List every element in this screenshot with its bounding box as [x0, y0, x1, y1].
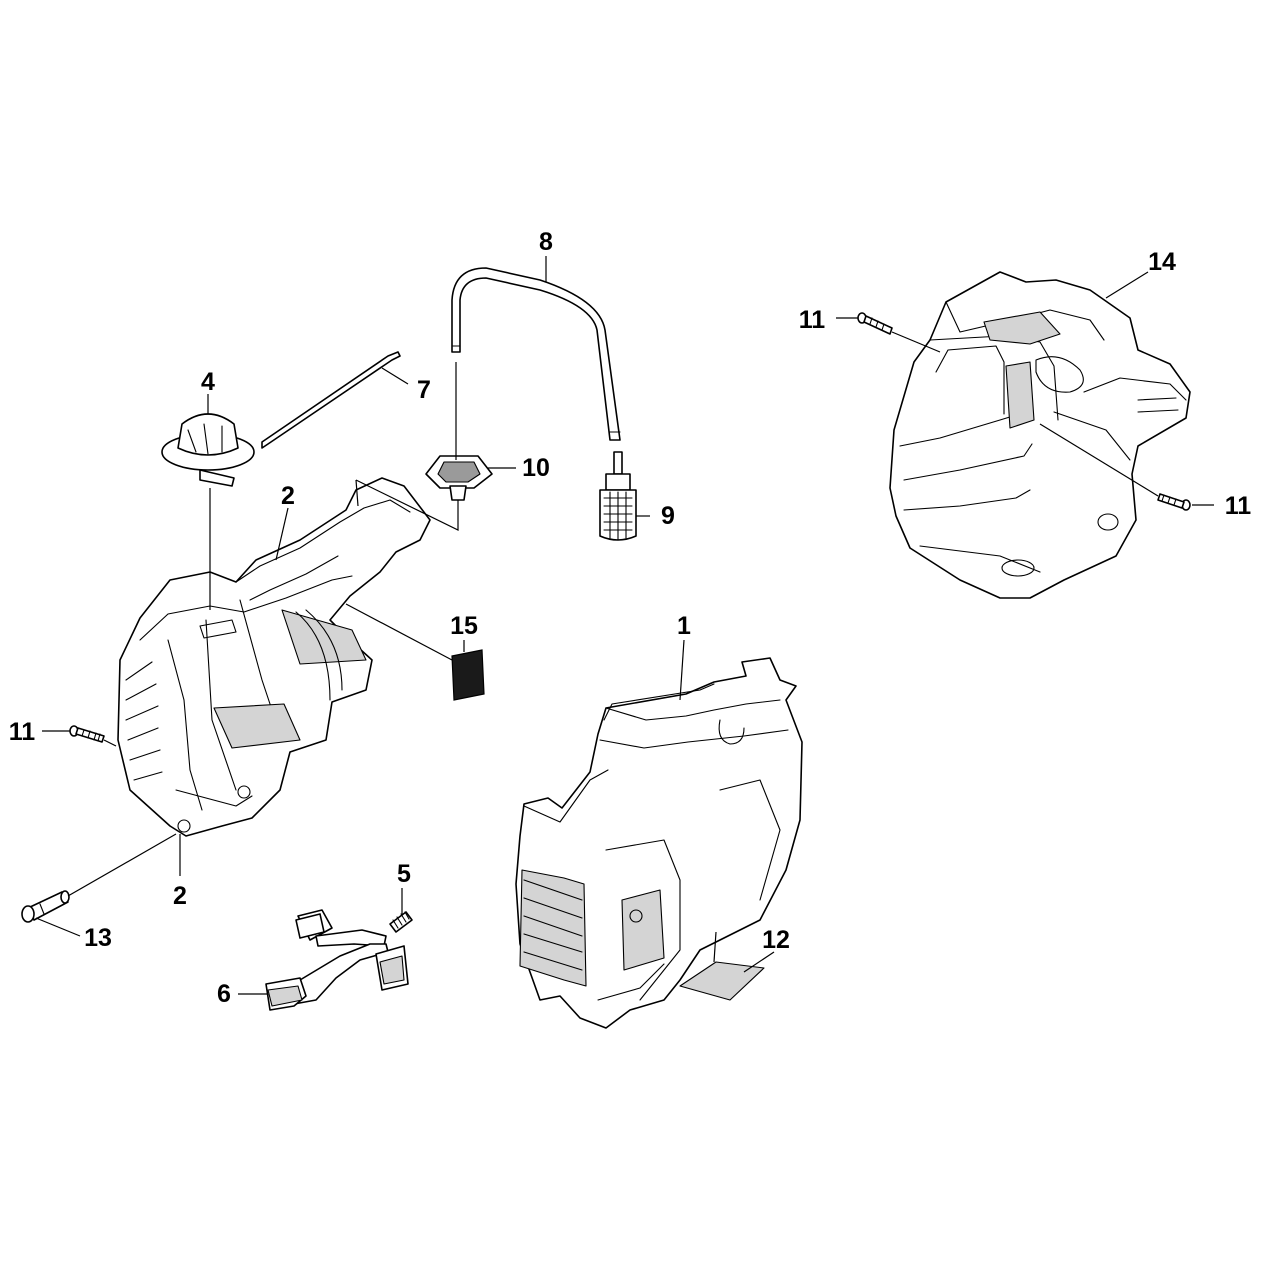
callout-2-bottom: 2	[173, 882, 187, 910]
leader-2-top	[275, 507, 289, 561]
callout-11-left: 11	[9, 718, 36, 746]
callout-7: 7	[417, 376, 431, 404]
leader-1	[679, 639, 685, 701]
callout-15: 15	[450, 612, 478, 640]
leader-11-right-b	[1039, 423, 1159, 497]
callout-4: 4	[201, 368, 215, 396]
leader-12-b	[713, 931, 717, 963]
leader-12	[743, 951, 775, 973]
callout-labels: 1 2 2 4 5 6 7 8 9 10 11 11 11 12 13 14 1…	[9, 228, 1252, 1008]
callout-5: 5	[397, 860, 411, 888]
leader-13	[35, 917, 81, 937]
screw-left-part	[69, 725, 105, 743]
screw-right-part	[1157, 493, 1191, 511]
callout-13: 13	[84, 924, 112, 952]
leader-7	[381, 367, 409, 385]
callout-8: 8	[539, 228, 553, 256]
main-housing-part	[117, 477, 431, 837]
fuel-filter-part	[599, 451, 637, 541]
top-cover-part	[889, 271, 1191, 599]
throttle-lever-part	[265, 909, 409, 1011]
callout-12: 12	[762, 926, 790, 954]
leader-11-left-b	[103, 739, 117, 747]
screw-top-part	[857, 312, 893, 335]
leader-11-top-b	[891, 331, 941, 353]
callout-11-top: 11	[799, 306, 826, 334]
leader-lines	[35, 256, 1214, 995]
sticker-part	[679, 961, 765, 1001]
grommet-part	[425, 455, 493, 501]
wire-part	[261, 351, 401, 449]
callout-6: 6	[217, 980, 231, 1008]
leader-10-housing	[355, 479, 459, 531]
callout-1: 1	[677, 612, 691, 640]
housing-cover-part	[515, 657, 803, 1029]
callout-14: 14	[1148, 248, 1176, 276]
callout-10: 10	[522, 454, 550, 482]
tank-cap-part	[161, 413, 255, 487]
fuel-hose-part	[451, 267, 621, 441]
foam-pad-part	[451, 649, 485, 701]
spring-part	[389, 911, 413, 933]
callout-2-top: 2	[281, 482, 295, 510]
leader-15-b	[345, 603, 453, 661]
callout-9: 9	[661, 502, 675, 530]
pin-part	[21, 890, 70, 923]
leader-13-b	[67, 833, 177, 897]
leader-14	[1105, 271, 1149, 299]
callout-11-right: 11	[1225, 492, 1252, 520]
leader-10-housing-b	[355, 479, 359, 507]
